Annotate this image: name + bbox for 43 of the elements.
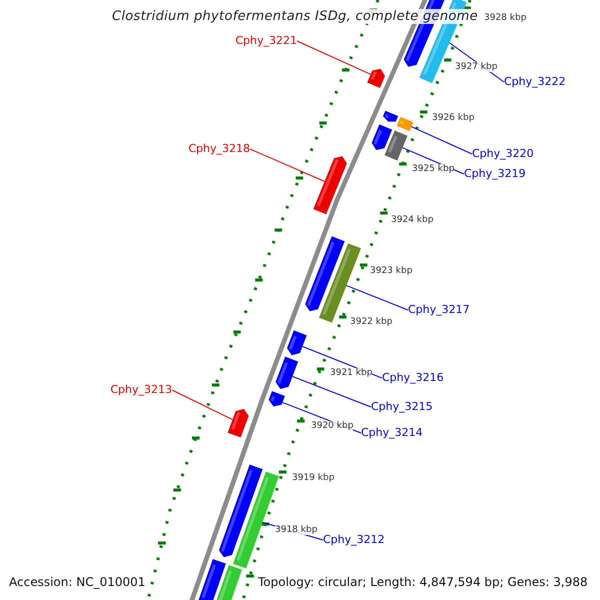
gene-feature	[303, 236, 345, 314]
gene-name: Cphy_3218	[188, 142, 250, 154]
gene-name: Cphy_3222	[504, 74, 566, 88]
gene-name: Cphy_3216	[382, 370, 444, 384]
leader-line	[172, 390, 233, 420]
gene-feature	[285, 330, 307, 358]
scale-label: 3919 kbp	[292, 473, 334, 483]
gene-feature	[217, 464, 263, 560]
gene-name: Cphy_3219	[464, 166, 526, 180]
gene-name: Cphy_3221	[235, 34, 297, 46]
gene-feature	[396, 116, 414, 132]
genome-info-text: Accession: NC_010001	[9, 575, 146, 589]
scale-label: 3921 kbp	[330, 368, 372, 378]
gene-feature	[228, 406, 250, 438]
gene-feature	[267, 391, 285, 409]
scale-label: 3922 kbp	[350, 317, 392, 327]
gene-feature	[274, 356, 298, 392]
gene-name: Cphy_3213	[110, 382, 172, 396]
scale-label: 3927 kbp	[455, 62, 498, 72]
gene-feature	[214, 564, 242, 600]
leader-line	[296, 40, 372, 75]
leader-line	[410, 126, 472, 154]
gene-name: Cphy_3215	[371, 400, 433, 412]
gene-name: Cphy_3220	[472, 146, 534, 160]
gene-feature	[384, 130, 408, 160]
scale-label: 3928 kbp	[484, 13, 526, 23]
gene-feature	[313, 154, 349, 214]
leader-line	[292, 376, 372, 408]
gene-feature	[370, 124, 392, 152]
genome-info-text: Topology: circular; Length: 4,847,594 bp; Genes: 3,988	[258, 575, 588, 589]
gene-name: Cphy_3217	[408, 302, 470, 316]
leader-line	[250, 148, 326, 182]
leader-line	[346, 285, 408, 310]
gene-name: Cphy_3214	[361, 426, 423, 438]
scale-label: 3920 kbp	[311, 421, 354, 431]
gene-name: Cphy_3212	[323, 532, 385, 546]
scale-label: 3924 kbp	[391, 215, 434, 225]
gene-feature	[382, 110, 398, 124]
gene-feature	[198, 558, 226, 600]
scale-label: 3926 kbp	[432, 113, 474, 123]
scale-label: 3925 kbp	[412, 164, 454, 174]
scale-label: 3918 kbp	[275, 525, 318, 535]
scale-label: 3923 kbp	[370, 266, 412, 276]
